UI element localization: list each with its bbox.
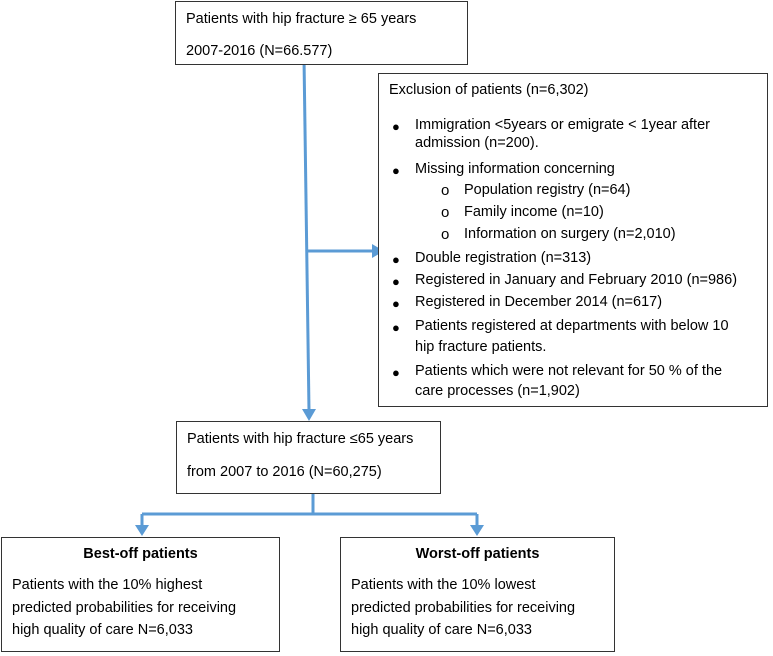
- bullet-icon: ●: [392, 119, 400, 134]
- worst-off-text: predicted probabilities for receiving: [351, 600, 576, 616]
- exclusion-item-text: Immigration <5years or emigrate < 1year …: [415, 117, 710, 133]
- arrowhead-to-best: [135, 525, 149, 536]
- sub-bullet-icon: o: [441, 204, 450, 221]
- bullet-icon: ●: [392, 320, 400, 335]
- worst-off-title: Worst-off patients: [415, 546, 540, 562]
- total-patients-line-1: Patients with hip fracture ≥ 65 years: [186, 11, 417, 27]
- best-off-text: high quality of care N=6,033: [12, 622, 193, 638]
- arrowhead-to-middle: [302, 409, 316, 421]
- exclusion-item-text: Registered in January and February 2010 …: [415, 272, 738, 288]
- exclusion-item-text: Patients registered at departments with …: [415, 318, 729, 334]
- exclusion-box: Exclusion of patients (n=6,302) ● Immigr…: [378, 73, 768, 407]
- exclusion-item-text: Missing information concerning: [415, 161, 615, 177]
- worst-off-text: Patients with the 10% lowest: [351, 577, 536, 593]
- sub-bullet-icon: o: [441, 182, 450, 199]
- worst-off-text: high quality of care N=6,033: [351, 622, 532, 638]
- bullet-icon: ●: [392, 365, 400, 380]
- included-patients-line-2: from 2007 to 2016 (N=60,275): [187, 464, 382, 480]
- exclusion-item-text: admission (n=200).: [415, 135, 539, 151]
- exclusion-item-text: care processes (n=1,902): [415, 383, 580, 399]
- exclusion-item-text: hip fracture patients.: [415, 339, 547, 355]
- total-patients-box: Patients with hip fracture ≥ 65 years 20…: [175, 1, 468, 65]
- sub-bullet-icon: o: [441, 226, 450, 243]
- exclusion-item-text: Double registration (n=313): [415, 250, 592, 266]
- exclusion-item-text: Patients which were not relevant for 50 …: [415, 363, 723, 379]
- exclusion-sub-item-text: Population registry (n=64): [464, 182, 631, 198]
- best-off-title: Best-off patients: [83, 546, 198, 562]
- bullet-icon: ●: [392, 296, 400, 311]
- exclusion-sub-item-text: Family income (n=10): [464, 204, 604, 220]
- best-off-text: predicted probabilities for receiving: [12, 600, 237, 616]
- bullet-icon: ●: [392, 274, 400, 289]
- exclusion-sub-item-text: Information on surgery (n=2,010): [464, 226, 676, 242]
- included-patients-line-1: Patients with hip fracture ≤65 years: [187, 431, 414, 447]
- exclusion-item-text: Registered in December 2014 (n=617): [415, 294, 663, 310]
- best-off-box: Best-off patients Patients with the 10% …: [1, 537, 280, 652]
- included-patients-box: Patients with hip fracture ≤65 years fro…: [176, 421, 441, 494]
- exclusion-title: Exclusion of patients (n=6,302): [389, 82, 589, 98]
- arrowhead-to-worst: [470, 525, 484, 536]
- bullet-icon: ●: [392, 163, 400, 178]
- bullet-icon: ●: [392, 252, 400, 267]
- main-vertical-connector: [302, 57, 311, 412]
- worst-off-box: Worst-off patients Patients with the 10%…: [340, 537, 615, 652]
- best-off-text: Patients with the 10% highest: [12, 577, 203, 593]
- total-patients-line-2: 2007-2016 (N=66.577): [186, 43, 333, 59]
